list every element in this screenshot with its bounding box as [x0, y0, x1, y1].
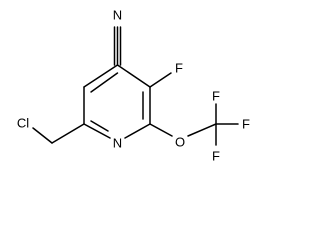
bond-c6-ch2 [51, 123, 85, 144]
bonds [32, 26, 239, 146]
atom-labels: N F Cl N O F F F [17, 8, 250, 164]
atom-label-oxygen: O [175, 135, 185, 150]
bond-c3-fluorine [149, 72, 172, 88]
ring-bond-n1-c6-inner [90, 120, 109, 132]
atom-label-fluorine-right: F [242, 117, 250, 132]
atom-label-fluorine-bottom: F [212, 149, 220, 164]
atom-label-chlorine: Cl [17, 116, 29, 131]
atom-label-nitrile-nitrogen: N [113, 8, 122, 23]
bond-ch2-chlorine [32, 127, 53, 144]
ring-bond-c4-c3 [116, 64, 151, 88]
bond-oxygen-cf3 [187, 123, 217, 137]
ring-bond-c2-n1 [124, 123, 151, 139]
atom-label-ring-nitrogen: N [113, 136, 122, 151]
ring-bond-c5-c4-inner [90, 72, 119, 93]
ring-bond-c5-c4 [83, 64, 119, 88]
atom-label-fluorine-top: F [212, 89, 220, 104]
ring-bond-n1-c6 [83, 123, 111, 139]
bond-c2-oxygen [149, 123, 173, 137]
chemical-structure-diagram: N F Cl N O F F F [17, 8, 250, 164]
atom-label-ring-fluorine: F [175, 61, 183, 76]
